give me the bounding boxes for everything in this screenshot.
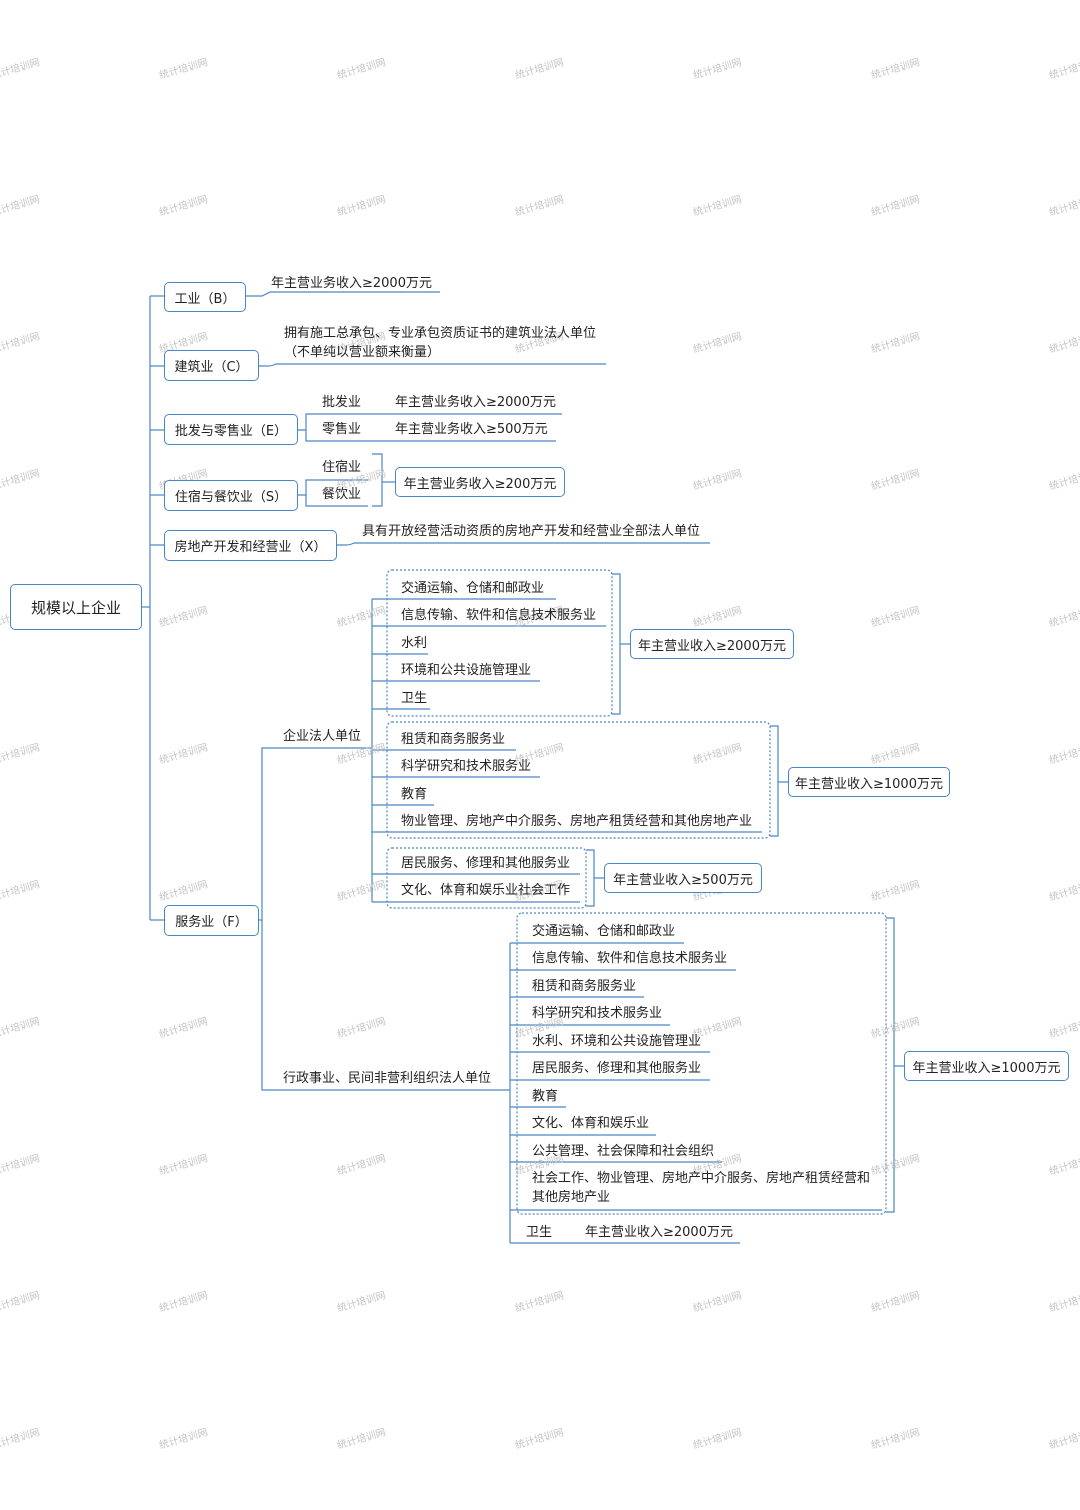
np-item: 教育	[532, 1089, 559, 1104]
construction-criterion-line2: （不单纯以营业额来衡量）	[284, 345, 441, 360]
ent-g2-item: 教育	[401, 787, 428, 802]
root-node[interactable]: 规模以上企业	[10, 584, 142, 630]
root-label: 规模以上企业	[30, 598, 121, 617]
services-node[interactable]: 服务业（F）	[164, 905, 259, 936]
accommodation-catering-node[interactable]: 住宿与餐饮业（S）	[164, 480, 298, 511]
real-estate-node[interactable]: 房地产开发和经营业（X）	[164, 530, 337, 561]
np-item: 信息传输、软件和信息技术服务业	[532, 951, 728, 966]
ent-g2-item: 租赁和商务服务业	[401, 732, 506, 747]
np-last-item-line2: 其他房地产业	[532, 1190, 611, 1205]
ent-g1-item: 交通运输、仓储和邮政业	[401, 581, 545, 596]
ent-g2-criterion: 年主营业收入≥1000万元	[795, 776, 943, 792]
industry-label: 工业（B）	[174, 291, 236, 307]
enterprise-label: 企业法人单位	[283, 729, 362, 744]
np-item: 租赁和商务服务业	[532, 979, 637, 994]
construction-label: 建筑业（C）	[174, 360, 249, 375]
np-item: 水利、环境和公共设施管理业	[532, 1034, 702, 1049]
np-item: 科学研究和技术服务业	[532, 1006, 663, 1021]
np-item: 居民服务、修理和其他服务业	[532, 1061, 702, 1076]
ent-g3-item: 文化、体育和娱乐业社会工作	[401, 883, 571, 898]
real-estate-criterion: 具有开放经营活动资质的房地产开发和经营业全部法人单位	[362, 524, 701, 539]
wholesale-retail-label: 批发与零售业（E）	[174, 424, 288, 439]
ent-g3-criterion-node[interactable]: 年主营业收入≥500万元	[604, 863, 762, 893]
ent-g2-criterion-node[interactable]: 年主营业收入≥1000万元	[788, 767, 950, 797]
np-item: 公共管理、社会保障和社会组织	[532, 1144, 715, 1159]
np-item: 文化、体育和娱乐业	[532, 1116, 650, 1131]
services-label: 服务业（F）	[175, 915, 248, 930]
nonprofit-label: 行政事业、民间非营利组织法人单位	[283, 1071, 492, 1086]
ent-g3-criterion: 年主营业收入≥500万元	[613, 872, 753, 888]
ent-g1-item: 卫生	[401, 691, 428, 706]
construction-node[interactable]: 建筑业（C）	[164, 350, 259, 381]
construction-criterion-line1: 拥有施工总承包、专业承包资质证书的建筑业法人单位	[284, 326, 597, 341]
accommodation-criterion: 年主营业务收入≥200万元	[403, 476, 557, 492]
wholesale-criterion: 年主营业务收入≥2000万元	[395, 395, 556, 410]
np-last-item-line1: 社会工作、物业管理、房地产中介服务、房地产租赁经营和	[532, 1171, 871, 1186]
ent-g1-item: 水利	[401, 636, 428, 651]
np-criterion-node[interactable]: 年主营业收入≥1000万元	[904, 1051, 1069, 1081]
np-item: 交通运输、仓储和邮政业	[532, 924, 676, 939]
np-criterion: 年主营业收入≥1000万元	[912, 1060, 1061, 1076]
np-health-criterion: 年主营业收入≥2000万元	[585, 1225, 733, 1240]
industry-criterion: 年主营业务收入≥2000万元	[271, 276, 432, 291]
ent-g2-item: 物业管理、房地产中介服务、房地产租赁经营和其他房地产业	[401, 814, 753, 829]
wholesale-retail-node[interactable]: 批发与零售业（E）	[164, 414, 298, 445]
ent-g1-item: 信息传输、软件和信息技术服务业	[401, 608, 597, 623]
ent-g1-criterion: 年主营业收入≥2000万元	[638, 638, 786, 654]
real-estate-label: 房地产开发和经营业（X）	[174, 540, 327, 555]
ent-g1-criterion-node[interactable]: 年主营业收入≥2000万元	[630, 629, 794, 659]
accommodation-item: 住宿业	[322, 460, 362, 475]
accommodation-criterion-node[interactable]: 年主营业务收入≥200万元	[395, 467, 565, 497]
catering-item: 餐饮业	[322, 487, 362, 502]
ent-g3-item: 居民服务、修理和其他服务业	[401, 856, 571, 871]
accommodation-catering-label: 住宿与餐饮业（S）	[174, 490, 288, 505]
np-health-label: 卫生	[526, 1225, 553, 1240]
retail-criterion: 年主营业务收入≥500万元	[395, 422, 548, 437]
ent-g1-item: 环境和公共设施管理业	[401, 663, 532, 678]
retail-label: 零售业	[322, 422, 362, 437]
industry-node[interactable]: 工业（B）	[164, 282, 246, 312]
ent-g2-item: 科学研究和技术服务业	[401, 759, 532, 774]
wholesale-label: 批发业	[322, 395, 362, 410]
